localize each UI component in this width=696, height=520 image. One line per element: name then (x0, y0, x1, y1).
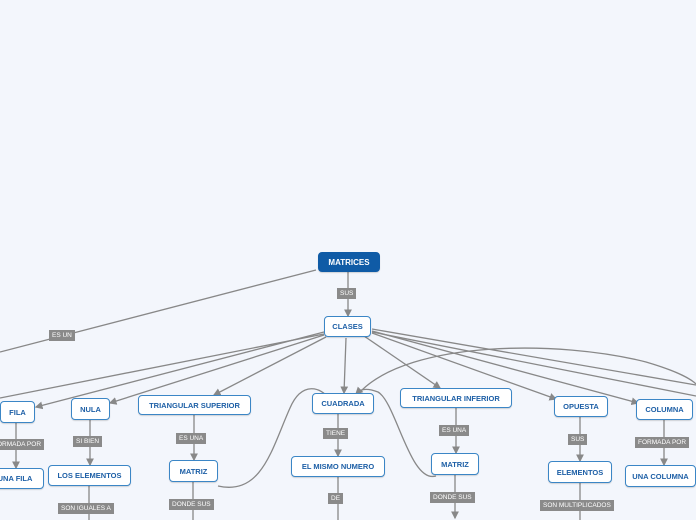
label-es-una-superior: ES UNA (176, 433, 207, 444)
label-formada-por-columna: FORMADA POR (635, 437, 690, 448)
label-de: DE (328, 493, 344, 504)
node-elementos[interactable]: ELEMENTOS (548, 461, 612, 483)
node-matriz-superior[interactable]: MATRIZ (169, 460, 218, 482)
label-son-iguales-a: SON IGUALES A (58, 503, 114, 514)
label-tiene: TIENE (323, 428, 349, 439)
node-opuesta[interactable]: OPUESTA (554, 396, 608, 417)
node-el-mismo-numero[interactable]: EL MISMO NUMERO (291, 456, 385, 477)
node-nula[interactable]: NULA (71, 398, 110, 420)
node-columna[interactable]: COLUMNA (636, 399, 693, 420)
node-fila[interactable]: FILA (0, 401, 35, 423)
node-matrices[interactable]: MATRICES (318, 252, 380, 272)
label-formada-por-fila: FORMADA POR (0, 439, 44, 450)
node-una-fila[interactable]: UNA FILA (0, 468, 44, 489)
label-si-bien: SI BIEN (73, 436, 103, 447)
label-sus-opuesta: SUS (568, 434, 588, 445)
node-triangular-inferior[interactable]: TRIANGULAR INFERIOR (400, 388, 512, 408)
label-sus: SUS (337, 288, 357, 299)
node-una-columna[interactable]: UNA COLUMNA (625, 465, 696, 487)
node-triangular-superior[interactable]: TRIANGULAR SUPERIOR (138, 395, 251, 415)
label-donde-sus-inferior: DONDE SUS (430, 492, 475, 503)
node-los-elementos[interactable]: LOS ELEMENTOS (48, 465, 131, 486)
label-donde-sus-superior: DONDE SUS (169, 499, 214, 510)
label-es-una-inferior: ES UNA (439, 425, 470, 436)
label-es-un: ES UN (49, 330, 75, 341)
node-clases[interactable]: CLASES (324, 316, 371, 337)
label-son-multiplicados: SON MULTIPLICADOS (540, 500, 614, 511)
node-matriz-inferior[interactable]: MATRIZ (431, 453, 479, 475)
node-cuadrada[interactable]: CUADRADA (312, 393, 374, 414)
